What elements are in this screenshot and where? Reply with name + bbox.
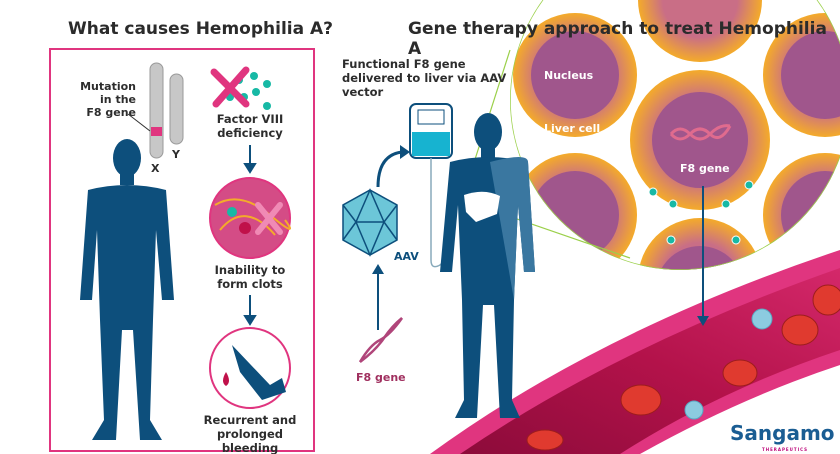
person-silhouette-right (440, 113, 535, 418)
red-blood-cell (722, 359, 758, 387)
cell-f8-gene-label: F8 gene (680, 162, 730, 175)
person-silhouette-left (80, 139, 174, 440)
mutation-label: Mutation in the F8 gene (80, 80, 136, 120)
right-title: Gene therapy approach to treat Hemophili… (408, 19, 827, 60)
left-title: What causes Hemophilia A? (68, 19, 334, 39)
red-blood-cell (812, 284, 840, 316)
factor-viii-deficiency-label: Factor VIII deficiency (216, 112, 284, 140)
dna-icon (358, 317, 404, 363)
left-panel-frame (49, 48, 315, 452)
nucleus-label: Nucleus (544, 69, 594, 82)
aav-label: AAV (394, 250, 419, 263)
bleeding-label: Recurrent and prolonged bleeding (203, 413, 297, 454)
red-blood-cell (526, 429, 564, 451)
logo-subtext: THERAPEUTICS (762, 447, 809, 452)
red-blood-cell (620, 384, 662, 416)
iv-bag-icon (409, 103, 453, 268)
clot-icon (209, 177, 291, 259)
f8-gene-label: F8 gene (356, 371, 406, 384)
factor-viii-deficiency-icon (210, 66, 271, 110)
arrow-down-icon (697, 186, 709, 326)
arrow-up-icon (372, 264, 384, 330)
white-blood-cell (751, 308, 773, 330)
chromosome-y-icon (169, 73, 184, 145)
liver-cell-label: Liver cell (544, 122, 601, 135)
aav-capsid-icon (342, 188, 398, 257)
arrow-curved-icon (376, 150, 403, 188)
inability-to-clot-label: Inability to form clots (214, 263, 286, 291)
sangamo-logo: Sangamo (730, 421, 835, 445)
chromosome-x-label: X (151, 162, 160, 175)
red-blood-cell (781, 314, 819, 346)
delivery-label: Functional F8 gene delivered to liver vi… (342, 57, 507, 99)
white-blood-cell (684, 400, 704, 420)
arrow-down-icon (243, 145, 257, 326)
bleeding-finger-icon (209, 327, 291, 409)
blood-vessel (430, 250, 840, 454)
chromosome-y-label: Y (172, 148, 180, 161)
chromosome-x-icon (127, 62, 164, 159)
